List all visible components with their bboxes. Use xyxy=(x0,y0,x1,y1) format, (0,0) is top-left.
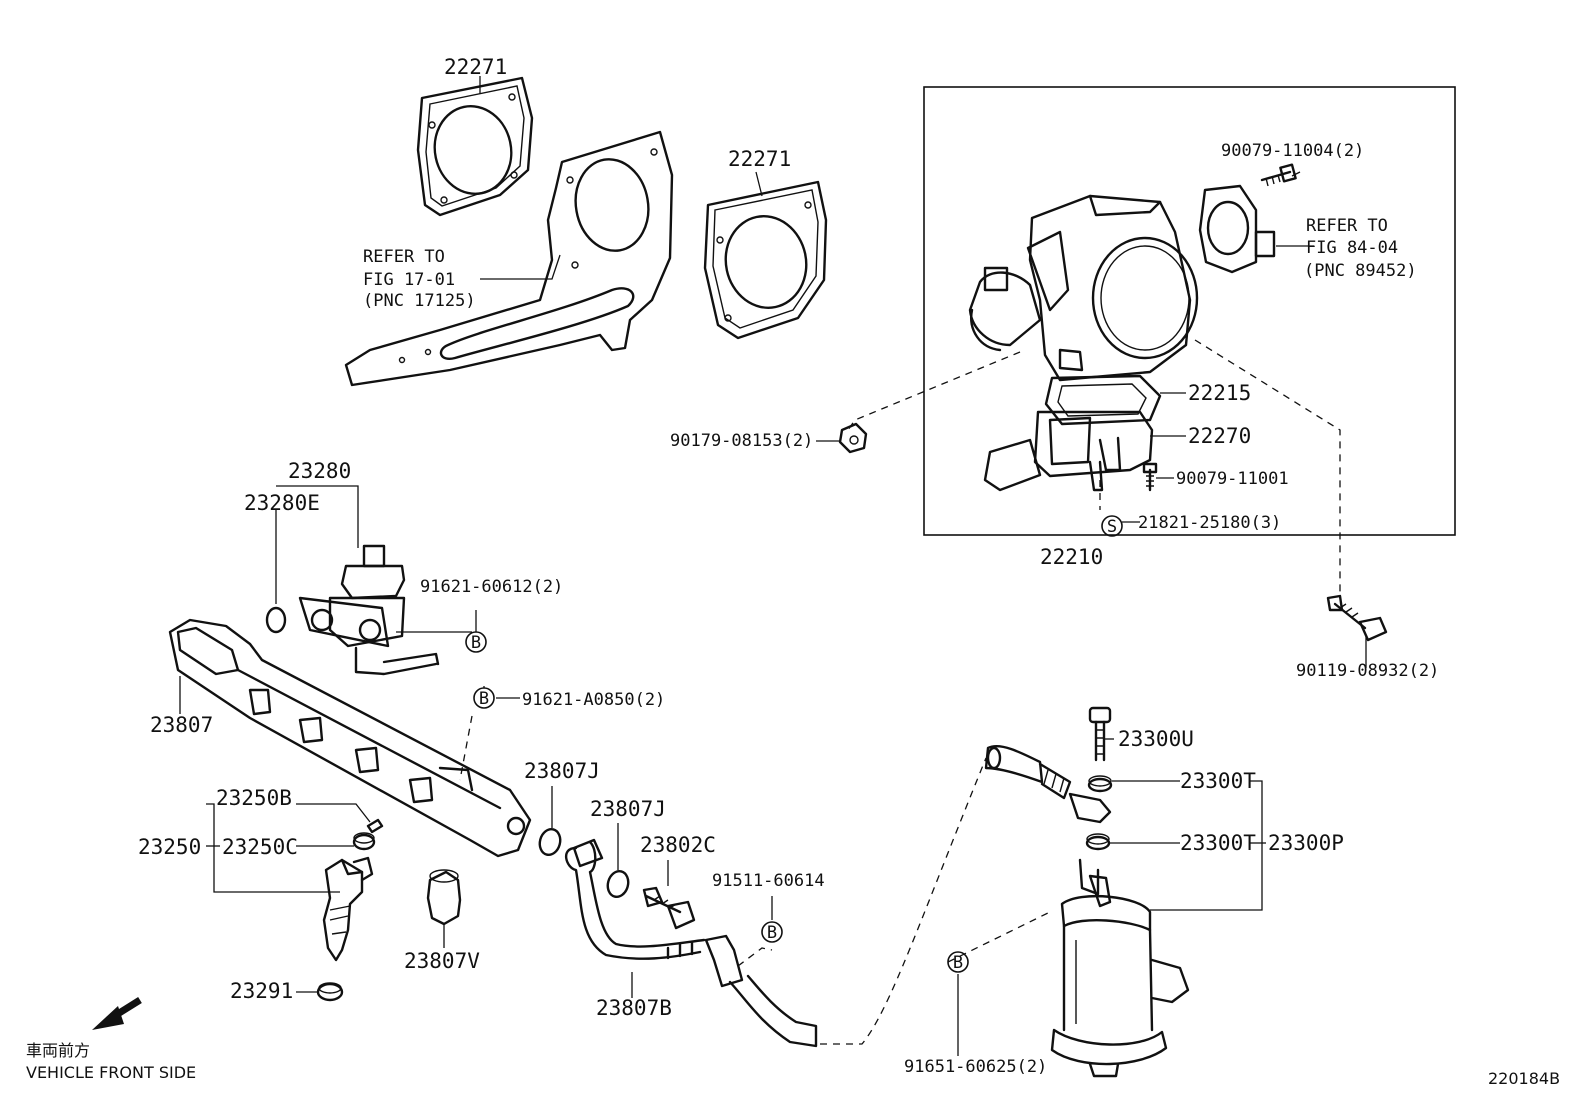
label-23250: 23250 xyxy=(138,835,201,859)
label-91511-60614: 91511-60614 xyxy=(712,871,825,891)
refer-84-line3: (PNC 89452) xyxy=(1304,261,1417,281)
throttle-position-sensor[interactable] xyxy=(1198,184,1276,274)
gasket-23807J-b[interactable] xyxy=(605,869,631,899)
gasket-17125-with-pipe[interactable] xyxy=(344,130,674,387)
o-ring-23280E[interactable] xyxy=(265,606,287,634)
clip-23250B[interactable] xyxy=(366,818,384,834)
marker-b-91621-60612: B xyxy=(465,631,487,653)
label-23300T-b: 23300T xyxy=(1180,831,1256,855)
label-21821-25180: 21821-25180(3) xyxy=(1138,513,1281,533)
marker-b-91651-60625: B xyxy=(947,951,969,973)
label-23280: 23280 xyxy=(288,459,351,483)
svg-text:B: B xyxy=(479,689,489,709)
label-91651-60625: 91651-60625(2) xyxy=(904,1057,1047,1077)
label-22271-right: 22271 xyxy=(728,147,791,171)
throttle-body-assembly-box xyxy=(923,86,1456,536)
label-23280E: 23280E xyxy=(244,491,320,515)
marker-b-91511-60614: B xyxy=(761,921,783,943)
marker-s-21821-25180: S xyxy=(1101,515,1123,537)
label-22271-top: 22271 xyxy=(444,55,507,79)
diagram-code: 220184B xyxy=(1488,1069,1560,1088)
marker-b-91621-A0850: B xyxy=(473,687,495,709)
gasket-22271-top[interactable] xyxy=(416,76,534,217)
union-bolt-23802C[interactable] xyxy=(642,886,696,930)
grommet-23250C[interactable] xyxy=(352,832,376,851)
union-23300[interactable] xyxy=(1068,792,1112,824)
screw-90079-11001[interactable] xyxy=(1142,462,1158,492)
idle-speed-control-valve-22270[interactable] xyxy=(983,410,1154,492)
label-91621-A0850: 91621-A0850(2) xyxy=(522,690,665,710)
label-23807J-a: 23807J xyxy=(524,759,600,783)
label-90119-08932: 90119-08932(2) xyxy=(1296,661,1439,681)
label-23250C: 23250C xyxy=(222,835,298,859)
svg-text:B: B xyxy=(471,633,481,653)
label-23807: 23807 xyxy=(150,713,213,737)
refer-17-line3: (PNC 17125) xyxy=(363,291,476,311)
vehicle-front-arrow-icon xyxy=(92,997,142,1030)
svg-text:B: B xyxy=(953,953,963,973)
label-91621-60612: 91621-60612(2) xyxy=(420,577,563,597)
label-23250B: 23250B xyxy=(216,786,292,810)
refer-17-line2: FIG 17-01 xyxy=(363,270,455,290)
label-22215: 22215 xyxy=(1188,381,1251,405)
label-90179-08153: 90179-08153(2) xyxy=(670,431,813,451)
fuel-delivery-pipe-23807[interactable] xyxy=(168,618,532,858)
gasket-22271-right[interactable] xyxy=(703,180,828,340)
screw-90079-11004[interactable] xyxy=(1260,163,1297,187)
label-23807B: 23807B xyxy=(596,996,672,1020)
fuel-filter-23300P[interactable] xyxy=(1050,858,1190,1078)
label-23807V: 23807V xyxy=(404,949,480,973)
label-23802C: 23802C xyxy=(640,833,716,857)
throttle-body[interactable] xyxy=(968,194,1199,382)
label-23300T-a: 23300T xyxy=(1180,769,1256,793)
bolt-90119-08932[interactable] xyxy=(1326,594,1388,642)
front-note-jp: 車両前方 xyxy=(26,1041,90,1060)
label-23291: 23291 xyxy=(230,979,293,1003)
hose-23300[interactable] xyxy=(984,745,1072,800)
front-note-en: VEHICLE FRONT SIDE xyxy=(26,1063,196,1082)
bolt-23300U[interactable] xyxy=(1088,706,1112,762)
fuel-pipe-23807B[interactable] xyxy=(565,838,818,1048)
gasket-23300T-b[interactable] xyxy=(1085,833,1111,851)
insulator-23291[interactable] xyxy=(316,982,344,1002)
svg-text:B: B xyxy=(767,923,777,943)
label-23300U: 23300U xyxy=(1118,727,1194,751)
label-23300P: 23300P xyxy=(1268,831,1344,855)
label-22210: 22210 xyxy=(1040,545,1103,569)
gasket-23807J-a[interactable] xyxy=(537,827,563,857)
gasket-22215[interactable] xyxy=(1044,374,1162,426)
refer-17-line1: REFER TO xyxy=(363,247,445,267)
gasket-23300T-a[interactable] xyxy=(1087,775,1113,793)
nut-90179-08153[interactable] xyxy=(838,422,868,454)
refer-84-line1: REFER TO xyxy=(1306,216,1388,236)
label-22270: 22270 xyxy=(1188,424,1251,448)
collar-23807V[interactable] xyxy=(426,869,462,926)
pressure-regulator-23280[interactable] xyxy=(298,544,440,676)
fuel-injector-23250[interactable] xyxy=(322,856,374,962)
label-23807J-b: 23807J xyxy=(590,797,666,821)
svg-text:S: S xyxy=(1107,517,1117,537)
refer-84-line2: FIG 84-04 xyxy=(1306,238,1398,258)
label-90079-11004: 90079-11004(2) xyxy=(1221,141,1364,161)
label-90079-11001: 90079-11001 xyxy=(1176,469,1289,489)
